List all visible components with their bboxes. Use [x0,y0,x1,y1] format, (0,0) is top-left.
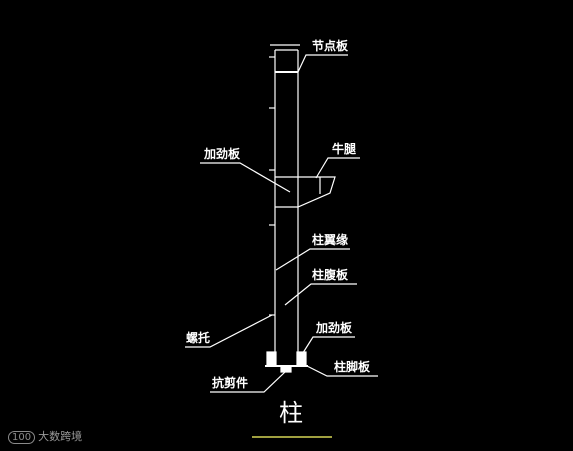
watermark-text: 大数跨境 [38,430,83,443]
leader-column-flange [275,248,350,271]
leader-shear-key [210,371,286,393]
label-corbel: 牛腿 [332,141,357,156]
label-stiffener-upper: 加劲板 [203,146,241,161]
leader-column-web [284,283,357,306]
label-stiffener-lower: 加劲板 [315,320,353,335]
leader-node-plate [297,54,348,73]
leader-corbel [315,157,360,179]
label-column-web: 柱腹板 [312,267,349,282]
drawing-title: 柱 [279,399,303,427]
leader-bracket [185,314,273,348]
label-shear-key: 抗剪件 [212,375,248,390]
label-column-flange: 柱翼缘 [312,232,348,247]
corbel-outline [275,176,336,208]
label-node-plate: 节点板 [312,38,349,53]
watermark-logo-icon: 100 [8,431,36,444]
shear-key-block [280,365,292,373]
label-bracket: 螺托 [186,330,210,345]
leader-stiffener-upper [200,162,291,193]
leader-base-plate [306,365,378,377]
label-base-plate: 柱脚板 [334,359,371,374]
leader-stiffener-lower [300,336,355,357]
lower-stiffener-left [266,351,277,367]
